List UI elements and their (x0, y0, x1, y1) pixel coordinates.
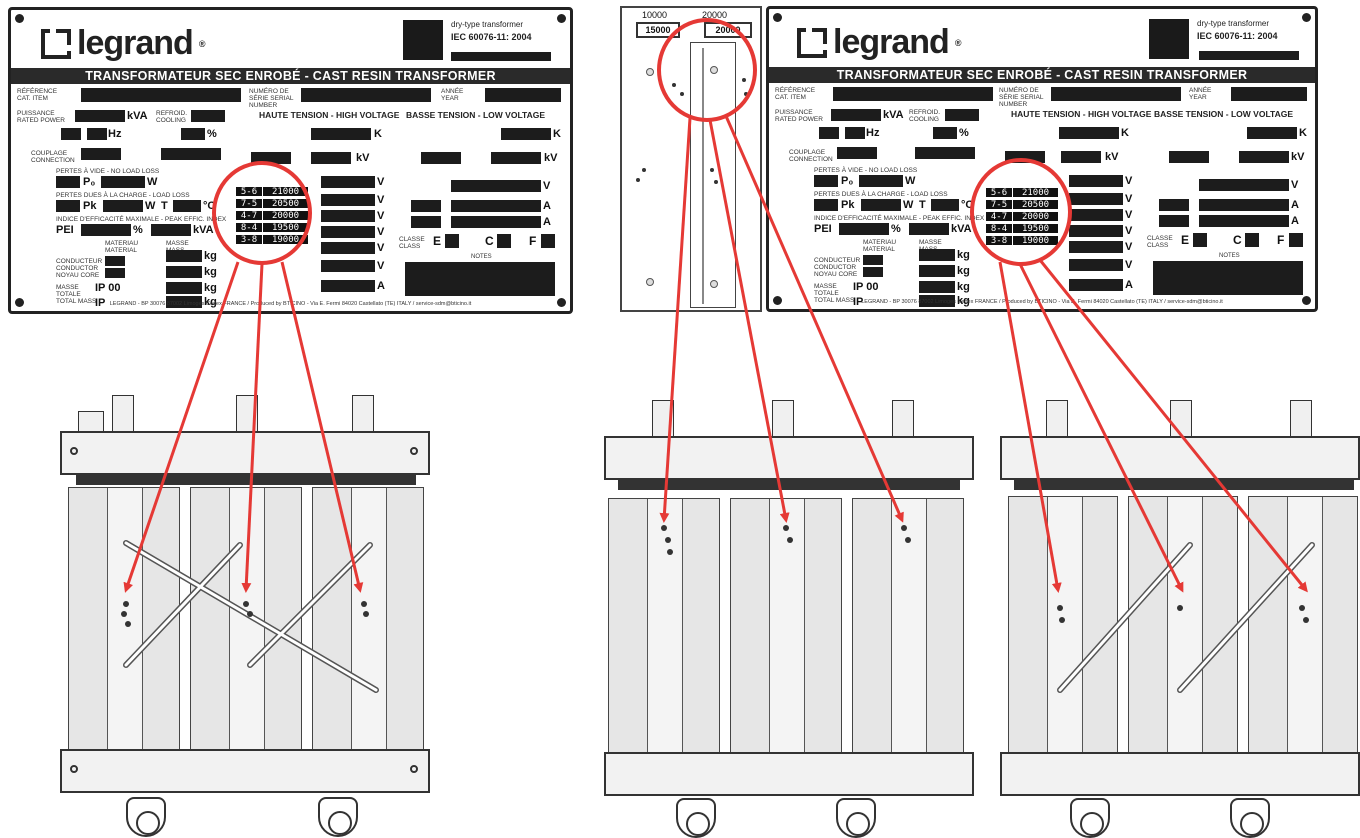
coil-phase-2 (190, 487, 302, 755)
id-box (403, 20, 443, 60)
legrand-logo: legrand® (797, 23, 961, 62)
spec-text: dry-type transformer IEC 60076-11: 2004 (451, 20, 532, 42)
top-yoke (60, 431, 430, 475)
transformer-1 (60, 395, 430, 835)
label-reference: RÉFÉRENCE CAT. ITEM (17, 88, 67, 102)
coil-phase-2 (1128, 496, 1238, 758)
coil-phase-3 (312, 487, 424, 755)
label-power: PUISSANCE RATED POWER (17, 110, 73, 124)
nameplate-banner: TRANSFORMATEUR SEC ENROBÉ - CAST RESIN T… (769, 67, 1315, 83)
coil-phase-3 (1248, 496, 1358, 758)
wheel (318, 797, 358, 837)
coil-phase-1 (68, 487, 180, 755)
coil-phase-1 (1008, 496, 1118, 758)
legrand-logo: legrand® (41, 24, 205, 63)
nameplate-banner: TRANSFORMATEUR SEC ENROBÉ - CAST RESIN T… (11, 68, 570, 84)
brand-name: legrand (833, 23, 949, 62)
nameplate-right: legrand® dry-type transformer IEC 60076-… (766, 6, 1318, 312)
label-serial: NUMÉRO DE SÉRIE SERIAL NUMBER (249, 88, 297, 109)
transformer-3 (1000, 400, 1360, 836)
nameplate-footer: LEGRAND - BP 30076 87002 Limoges Cedex F… (11, 301, 570, 307)
tap-box-right: 20000 (704, 22, 752, 38)
brand-name: legrand (77, 24, 193, 63)
hv-header: HAUTE TENSION - HIGH VOLTAGE (259, 110, 399, 120)
tap-caption-left: 10000 (642, 10, 667, 20)
transformer-2 (604, 400, 974, 836)
bottom-yoke (60, 749, 430, 793)
tap-caption-right: 20000 (702, 10, 727, 20)
tap-box-left: 15000 (636, 22, 680, 38)
tap-link-plate: 10000 20000 15000 20000 (620, 6, 762, 312)
coil-phase-2 (730, 498, 842, 760)
label-year: ANNÉE YEAR (441, 88, 481, 102)
coil-phase-3 (852, 498, 964, 760)
coil-phase-1 (608, 498, 720, 760)
lv-header: BASSE TENSION - LOW VOLTAGE (406, 110, 545, 120)
wheel (126, 797, 166, 837)
spec-text: dry-type transformer IEC 60076-11: 2004 (1197, 19, 1278, 41)
nameplate-left: legrand® dry-type transformer IEC 60076-… (8, 7, 573, 314)
